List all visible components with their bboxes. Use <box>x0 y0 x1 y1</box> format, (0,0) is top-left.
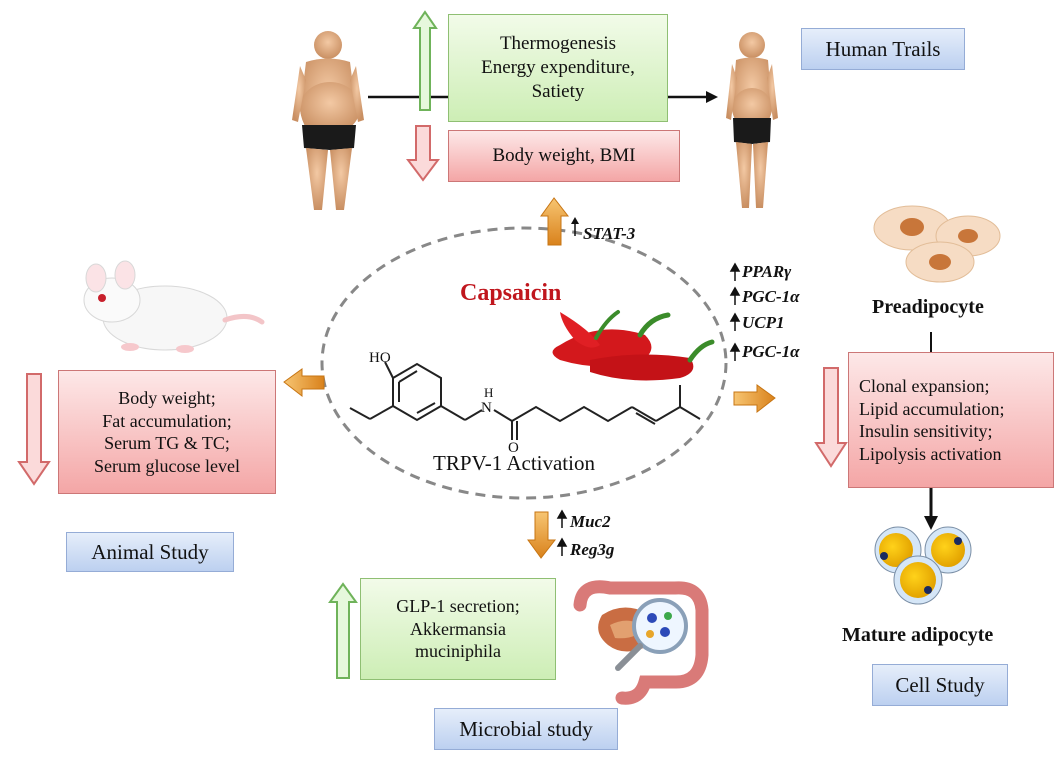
micro-marker-arrows <box>556 509 568 556</box>
animal-study-label: Animal Study <box>91 539 209 564</box>
human-trails-label: Human Trails <box>825 36 941 61</box>
obese-person-figure <box>292 31 364 210</box>
molecule-atom-o: O <box>508 440 519 456</box>
capsaicin-title: Capsaicin <box>460 280 562 306</box>
preadipocyte-cells <box>873 205 1001 283</box>
human-up-line: Thermogenesis <box>499 33 617 55</box>
mature-adipocyte-label: Mature adipocyte <box>842 624 994 646</box>
mature-adipocyte-cells <box>874 526 972 605</box>
preadipocyte-label: Preadipocyte <box>872 296 984 318</box>
animal-study-tag: Animal Study <box>66 532 234 572</box>
cell-down-box: Clonal expansion; Lipid accumulation; In… <box>848 352 1054 488</box>
molecule-atom-h: H <box>484 385 494 400</box>
cell-study-label: Cell Study <box>895 672 985 697</box>
down-orange-arrow <box>527 511 557 559</box>
right-orange-arrow <box>733 384 776 414</box>
intestine-figure <box>573 580 709 705</box>
molecule-atom-ho: HO <box>369 350 391 366</box>
animal-line: Serum glucose level <box>94 455 240 476</box>
pgc1a-marker: PGC-1α <box>742 287 800 306</box>
animal-down-box: Body weight; Fat accumulation; Serum TG … <box>58 370 276 494</box>
animal-line: Fat accumulation; <box>102 410 232 431</box>
reg3g-marker: Reg3g <box>570 540 615 559</box>
microbial-study-tag: Microbial study <box>434 708 618 750</box>
human-down-arrow <box>406 125 440 182</box>
ucp1-marker: UCP1 <box>742 313 785 332</box>
human-trails-tag: Human Trails <box>801 28 965 70</box>
pgc1a-marker-2: PGC-1α <box>742 342 800 361</box>
left-orange-arrow <box>283 368 325 398</box>
human-up-arrow <box>412 10 438 111</box>
microbial-up-box: GLP-1 secretion; Akkermansia muciniphila <box>360 578 556 680</box>
slim-person-figure <box>726 32 778 208</box>
human-down-box: Body weight, BMI <box>448 130 680 182</box>
center-ellipse <box>320 226 728 500</box>
microbial-up-arrow <box>328 582 358 679</box>
animal-line: Serum TG & TC; <box>104 433 230 453</box>
cell-line: Clonal expansion; <box>859 376 990 396</box>
human-up-line: Satiety <box>531 80 585 102</box>
chili-pepper-figure <box>552 310 715 381</box>
capsaicin-molecule <box>349 361 701 440</box>
muc2-marker: Muc2 <box>570 512 611 531</box>
cell-line: Lipid accumulation; <box>859 398 1005 419</box>
human-down-line: Body weight, BMI <box>492 145 636 167</box>
animal-down-arrow <box>17 373 51 486</box>
mouse-figure <box>83 260 265 353</box>
stat3-marker: STAT-3 <box>583 224 636 243</box>
cell-line: Insulin sensitivity; <box>859 421 993 441</box>
pparg-marker: PPARγ <box>742 262 792 281</box>
microbial-line: muciniphila <box>415 641 501 662</box>
human-timeline-arrowhead <box>706 91 718 103</box>
human-up-box: Thermogenesis Energy expenditure, Satiet… <box>448 14 668 122</box>
microbial-line: Akkermansia <box>410 618 506 639</box>
molecule-atom-n: N <box>481 400 492 416</box>
cell-down-arrow <box>814 367 848 468</box>
microbial-study-label: Microbial study <box>459 716 593 741</box>
cell-study-tag: Cell Study <box>872 664 1008 706</box>
animal-line: Body weight; <box>118 388 216 408</box>
trpv1-label: TRPV-1 Activation <box>433 451 595 475</box>
up-orange-arrow <box>540 197 570 246</box>
cell-line: Lipolysis activation <box>859 443 1002 464</box>
microbial-line: GLP-1 secretion; <box>396 596 520 617</box>
human-up-line: Energy expenditure, <box>481 57 635 79</box>
cell-marker-arrows <box>729 262 741 361</box>
